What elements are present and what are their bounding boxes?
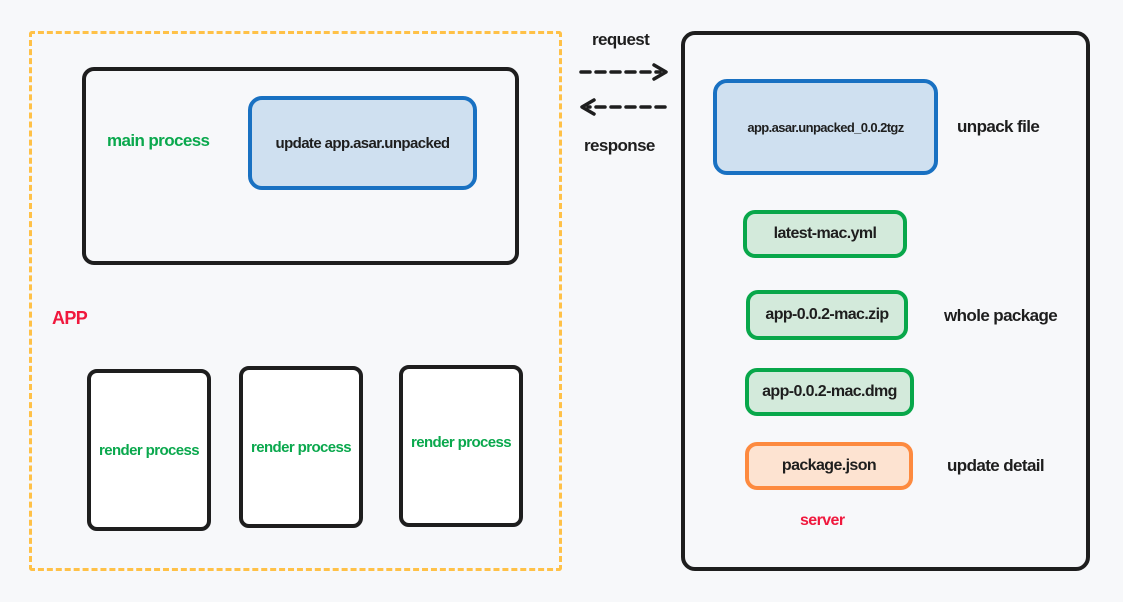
update-action-box: update app.asar.unpacked	[248, 96, 477, 190]
render-process-box: render process	[87, 369, 211, 531]
request-arrow	[579, 63, 668, 81]
annotation-unpack-file: unpack file	[957, 117, 1040, 136]
app-container	[29, 31, 562, 571]
server-label: server	[800, 512, 845, 529]
response-arrow	[580, 98, 667, 116]
request-label: request	[592, 30, 650, 49]
file-name: package.json	[781, 457, 877, 474]
render-process-box: render process	[399, 365, 523, 527]
file-name: app-0.0.2-mac.zip	[765, 306, 889, 323]
file-mac-dmg: app-0.0.2-mac.dmg	[745, 368, 914, 416]
app-label: APP	[52, 308, 88, 328]
annotation-whole-package: whole package	[944, 306, 1058, 325]
file-latest-mac-yml: latest-mac.yml	[743, 210, 907, 258]
render-process-label: render process	[411, 433, 512, 451]
arrow-connector	[579, 63, 668, 116]
file-name: latest-mac.yml	[773, 225, 877, 242]
file-name: app-0.0.2-mac.dmg	[762, 383, 897, 400]
file-unpacked-tgz: app.asar.unpacked_0.0.2tgz	[713, 79, 938, 175]
render-process-label: render process	[99, 441, 200, 459]
main-process-label: main process	[107, 131, 210, 150]
response-label: response	[584, 136, 655, 155]
file-name: app.asar.unpacked_0.0.2tgz	[747, 119, 904, 135]
update-action-label: update app.asar.unpacked	[275, 134, 451, 152]
annotation-update-detail: update detail	[947, 456, 1045, 475]
render-process-box: render process	[239, 366, 363, 528]
file-mac-zip: app-0.0.2-mac.zip	[746, 290, 908, 340]
render-process-label: render process	[251, 438, 352, 456]
file-package-json: package.json	[745, 442, 913, 490]
